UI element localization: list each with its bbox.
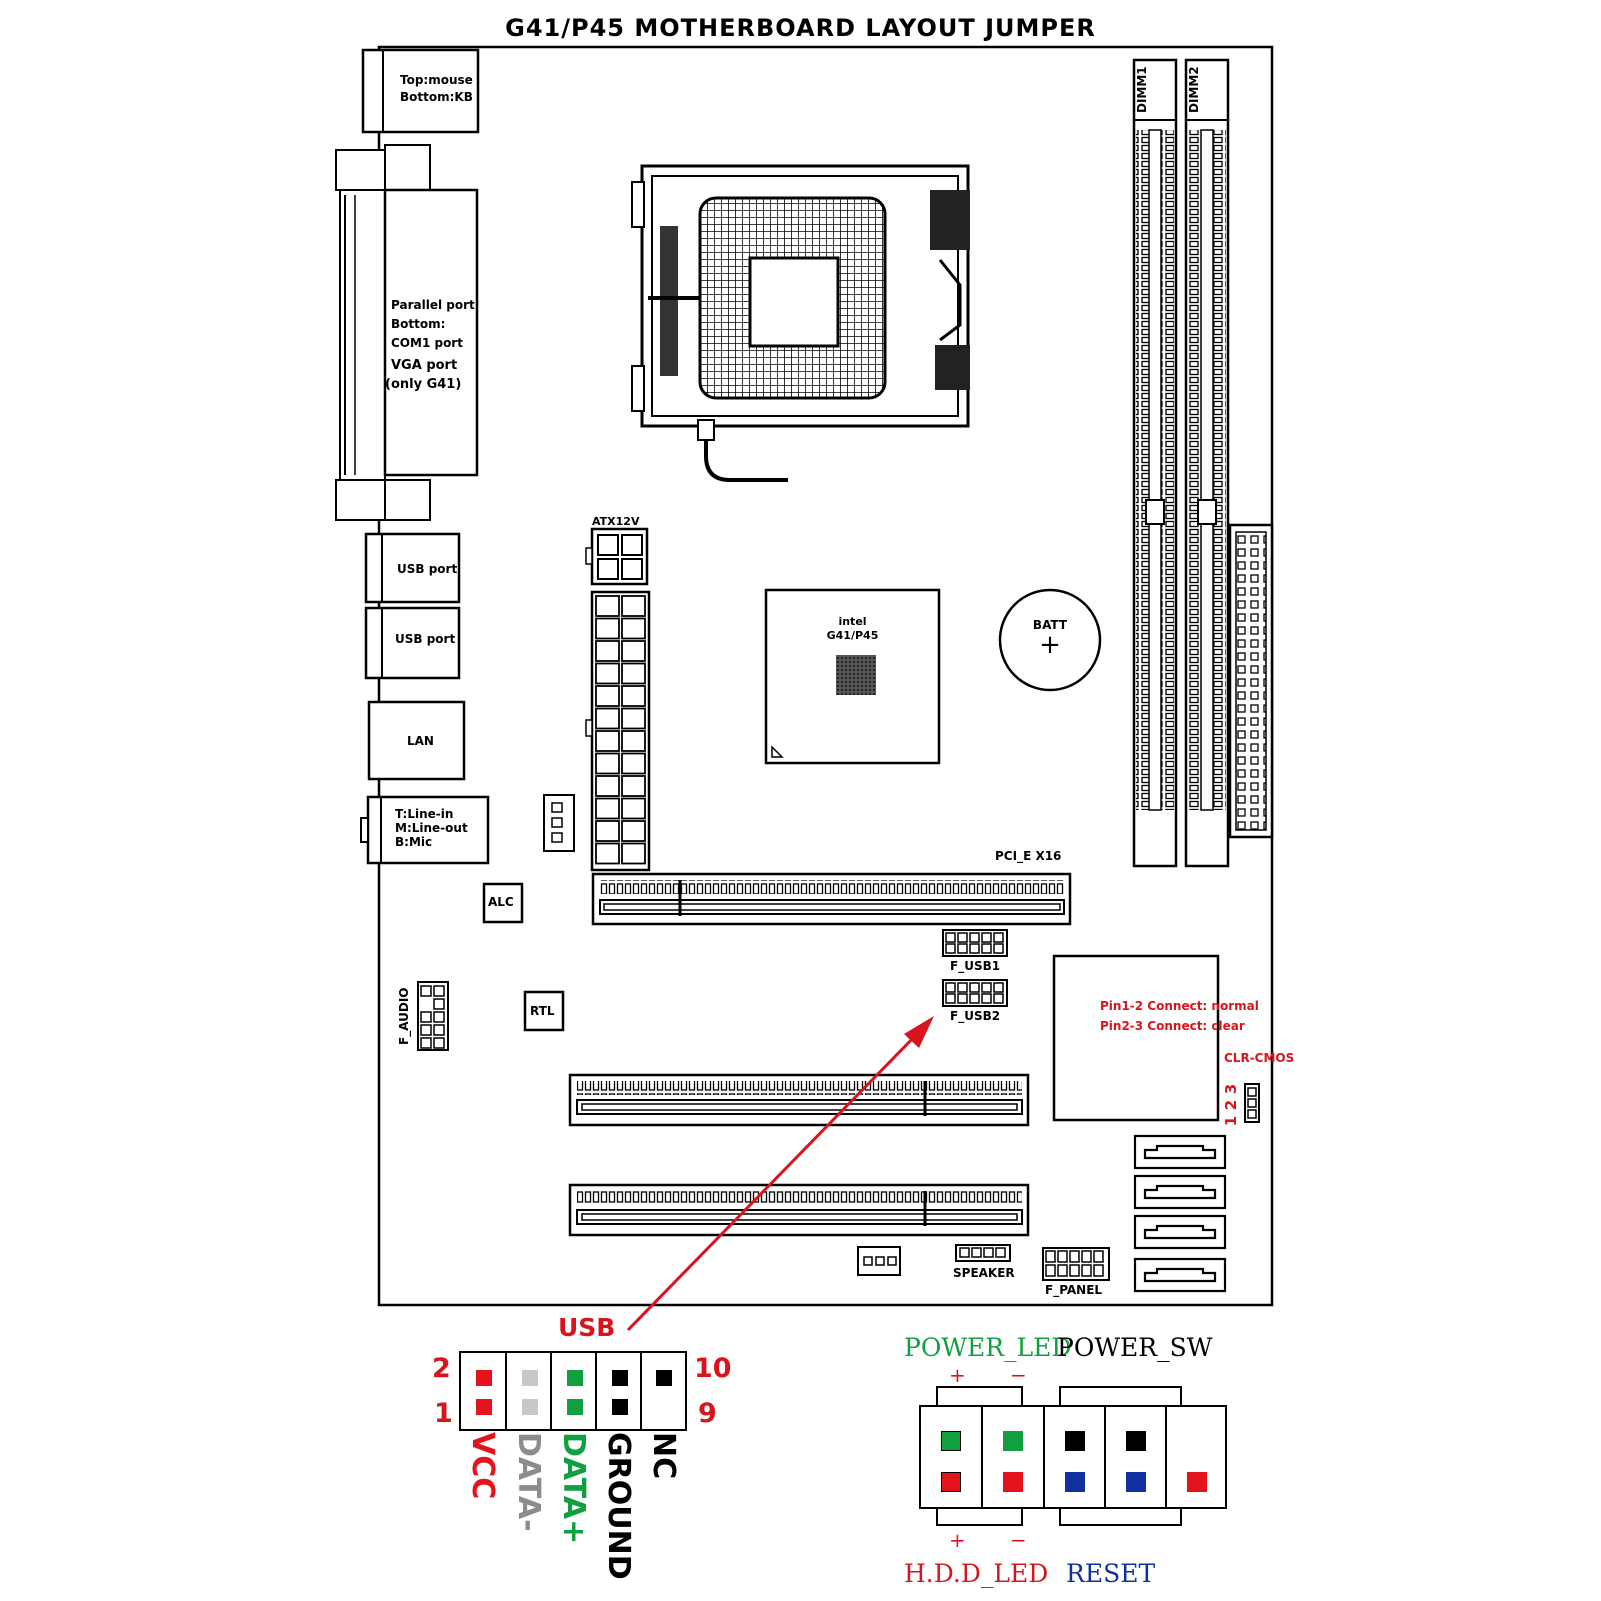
chipset — [764, 588, 941, 765]
usb-pin-6 — [567, 1370, 583, 1386]
reset-label: RESET — [1066, 1559, 1156, 1588]
batt-plus-symbol: + — [1039, 630, 1061, 660]
usb-pinout-title: USB — [558, 1313, 616, 1342]
fp-pin-hdd-led-minus — [1003, 1472, 1023, 1492]
f-usb1-label: F_USB1 — [950, 959, 1001, 973]
pci-slot-1 — [568, 1073, 1030, 1127]
usb-pin-3 — [522, 1399, 538, 1415]
usb-pin-num-9: 9 — [698, 1398, 717, 1429]
ide-connector — [1228, 523, 1274, 839]
clr-cmos-label: CLR-CMOS — [1224, 1051, 1295, 1065]
front-panel-brackets — [936, 1386, 1182, 1526]
f-usb1-header — [942, 929, 1008, 957]
alc-label: ALC — [488, 895, 514, 909]
f-audio-label: F_AUDIO — [397, 987, 411, 1045]
clr-cmos-pin-numbers: 1 2 3 — [1222, 1083, 1241, 1127]
usb-pin-num-10: 10 — [694, 1353, 732, 1384]
rtl-label: RTL — [530, 1004, 555, 1018]
usb-pin-8 — [612, 1370, 628, 1386]
fp-pin-power-led-minus — [1003, 1431, 1023, 1451]
clr-cmos-jumper — [1244, 1083, 1260, 1123]
pcie-x16-slot — [591, 872, 1072, 926]
usb-pin-num-1: 1 — [434, 1398, 453, 1429]
fp-pin-hdd-led-plus — [941, 1472, 961, 1492]
atx24-connector — [585, 590, 651, 872]
hdd-led-minus: − — [1010, 1528, 1027, 1552]
fp-pin-power-sw-2 — [1126, 1431, 1146, 1451]
f-panel-header — [1042, 1247, 1110, 1281]
batt-label: BATT — [1032, 618, 1068, 632]
lan-label: LAN — [407, 734, 434, 748]
fp-pin-power-sw-1 — [1065, 1431, 1085, 1451]
usb-ground-label: GROUND — [601, 1432, 636, 1580]
cpu-socket — [631, 164, 970, 482]
audio-connector — [366, 795, 490, 865]
parallel-port-label: Parallel port Bottom: COM1 port VGA port… — [385, 298, 475, 392]
battery — [998, 588, 1102, 692]
hdd-led-plus: + — [949, 1528, 966, 1552]
power-led-minus: − — [1010, 1363, 1027, 1387]
dimm2-slot — [1184, 58, 1230, 868]
usb-data-plus-label: DATA+ — [556, 1432, 591, 1545]
f-panel-label: F_PANEL — [1045, 1283, 1103, 1297]
hdd-led-label: H.D.D_LED — [904, 1559, 1049, 1588]
usb-pin-5 — [567, 1399, 583, 1415]
alc-chip — [482, 882, 524, 924]
pcie-label: PCI_E X16 — [995, 849, 1062, 863]
usb-pin-num-2: 2 — [432, 1353, 451, 1384]
usb-pinout-box — [459, 1351, 687, 1431]
usb-port-label-2: USB port — [395, 632, 456, 646]
usb-pin-4 — [522, 1370, 538, 1386]
fp-pin-power-led-plus — [941, 1431, 961, 1451]
usb-pin-1 — [476, 1399, 492, 1415]
speaker-header — [955, 1244, 1011, 1262]
atx12v-connector — [585, 527, 649, 586]
power-led-plus: + — [949, 1363, 966, 1387]
dimm1-label: DIMM1 — [1135, 66, 1149, 114]
usb-pin-2 — [476, 1370, 492, 1386]
atx12v-label: ATX12V — [592, 515, 640, 528]
dimm2-label: DIMM2 — [1187, 66, 1201, 114]
fp-pin-extra — [1187, 1472, 1207, 1492]
clr-cmos-legend: Pin1-2 Connect: normal Pin2-3 Connect: c… — [1100, 999, 1259, 1033]
f-audio-header — [417, 981, 449, 1051]
rtl-chip — [523, 990, 565, 1032]
usb-port-label-1: USB port — [397, 562, 458, 576]
usb-nc-label: NC — [646, 1432, 681, 1480]
parallel-port-connector — [383, 188, 479, 477]
sata-connectors — [1133, 1134, 1227, 1293]
f-usb2-label: F_USB2 — [950, 1009, 1001, 1023]
power-sw-label: POWER_SW — [1057, 1333, 1213, 1362]
lan-connector — [367, 700, 466, 781]
fp-pin-reset-1 — [1065, 1472, 1085, 1492]
usb-pin-10 — [656, 1370, 672, 1386]
speaker-label: SPEAKER — [953, 1266, 1015, 1280]
usb-data-minus-label: DATA- — [511, 1432, 546, 1532]
usb-pointer-arrow — [626, 1016, 934, 1332]
usb-vcc-label: VCC — [465, 1432, 500, 1500]
front-panel-pinout-box — [919, 1405, 1227, 1509]
power-led-label: POWER_LED — [904, 1333, 1072, 1362]
southbridge-chip — [1052, 954, 1220, 1122]
fp-pin-reset-2 — [1126, 1472, 1146, 1492]
page-title: G41/P45 MOTHERBOARD LAYOUT JUMPER — [505, 14, 1096, 42]
dimm1-slot — [1132, 58, 1178, 868]
pci-slot-2 — [568, 1183, 1030, 1237]
f-usb2-header — [942, 979, 1008, 1007]
usb-pin-7 — [612, 1399, 628, 1415]
